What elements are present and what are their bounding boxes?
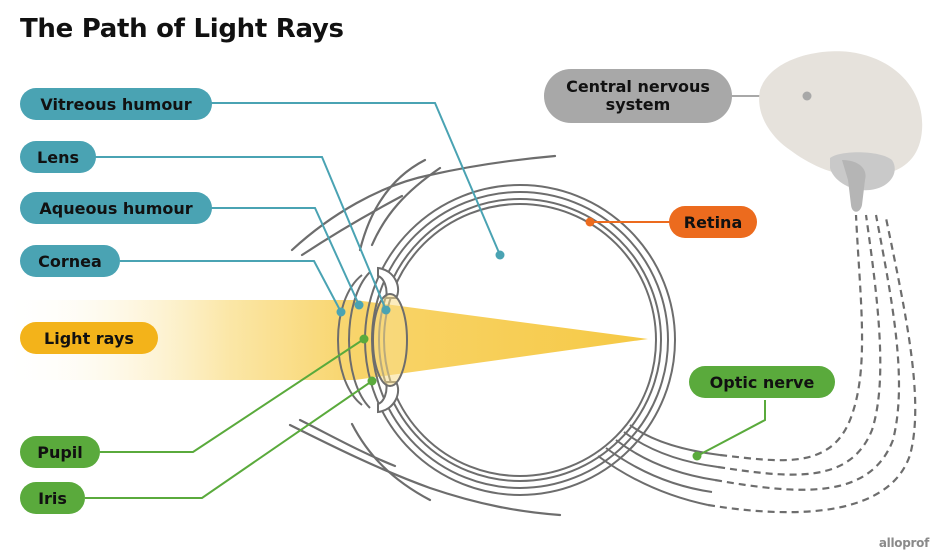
- alloprof-watermark: alloprof: [878, 536, 929, 550]
- lens-label: Lens: [20, 141, 96, 173]
- leader-lines: [85, 95, 807, 499]
- optic-nerve-bundle: [597, 424, 721, 506]
- light-beam: [0, 300, 648, 380]
- vitreous-humour-label: Vitreous humour: [20, 88, 212, 120]
- aqueous-humour-label: Aqueous humour: [20, 192, 212, 224]
- brain-illustration: [759, 51, 923, 212]
- retina-label: Retina: [669, 206, 757, 238]
- iris-label: Iris: [20, 482, 85, 514]
- optic-nerve-label: Optic nerve: [689, 366, 835, 398]
- nerve-pathways: [707, 214, 917, 514]
- central-nervous-system-label: Central nervous system: [544, 69, 732, 123]
- light-rays-label: Light rays: [20, 322, 158, 354]
- pupil-label: Pupil: [20, 436, 100, 468]
- leader-dots: [336, 217, 702, 461]
- page-title: The Path of Light Rays: [20, 14, 344, 44]
- cornea-label: Cornea: [20, 245, 120, 277]
